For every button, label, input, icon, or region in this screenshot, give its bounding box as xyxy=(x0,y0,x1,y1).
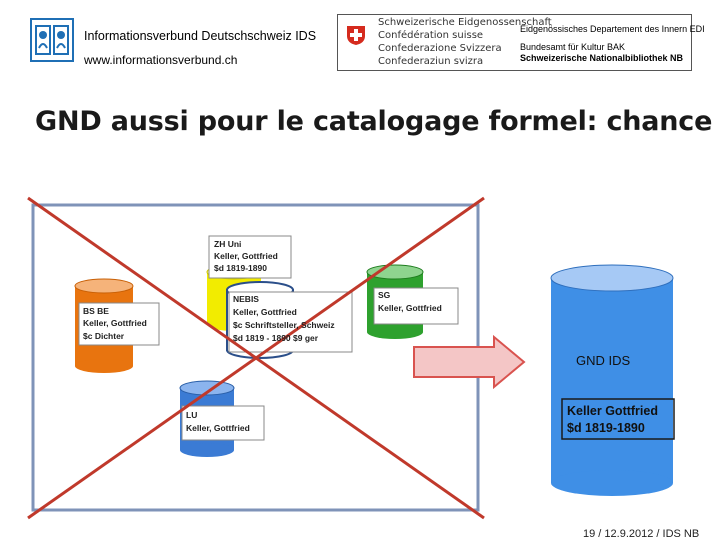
nebis-label-box xyxy=(228,291,353,353)
nebis-label-line-1: NEBIS xyxy=(233,294,259,304)
fed-lang-rm: Confederaziun svizra xyxy=(378,56,484,67)
nebis-label-line-4: $d 1819 - 1890 $9 ger xyxy=(233,333,319,343)
nebis-label-line-2: Keller, Gottfried xyxy=(233,307,297,317)
org-url[interactable]: www.informationsverbund.ch xyxy=(84,53,238,67)
gnd-label-line-1: Keller Gottfried xyxy=(567,404,658,418)
fed-lang-it: Confederazione Svizzera xyxy=(378,43,502,54)
arrow xyxy=(413,334,526,390)
sg-label-line-2: Keller, Gottfried xyxy=(378,303,442,313)
fed-lang-fr: Confédération suisse xyxy=(378,30,484,41)
org-name: Informationsverbund Deutschschweiz IDS xyxy=(84,29,317,43)
gnd-cylinder xyxy=(550,264,674,496)
lu-label-line-2: Keller, Gottfried xyxy=(186,423,250,433)
ids-logo xyxy=(30,18,74,62)
swiss-flag-icon xyxy=(347,26,365,45)
bsbe-label-line-2: Keller, Gottfried xyxy=(83,318,147,328)
zh-label-line-2: Keller, Gottfried xyxy=(214,251,278,261)
nebis-label-line-3: $c Schriftsteller, Schweiz xyxy=(233,320,335,330)
gnd-title: GND IDS xyxy=(576,353,631,368)
zh-label-line-1: ZH Uni xyxy=(214,239,241,249)
gnd-label-line-2: $d 1819-1890 xyxy=(567,421,645,435)
sg-label-box xyxy=(373,287,459,325)
lu-label-box xyxy=(181,405,265,441)
office: Bundesamt für Kultur BAK xyxy=(520,42,626,52)
zh-label-box xyxy=(208,235,292,279)
federal-banner xyxy=(337,14,692,71)
page-footer: 19 / 12.9.2012 / IDS NB xyxy=(583,528,700,540)
slide-title: GND aussi pour le catalogage formel: cha… xyxy=(35,106,713,137)
bsbe-label-line-3: $c Dichter xyxy=(83,331,125,341)
bsbe-label-line-1: BS BE xyxy=(83,306,109,316)
library: Schweizerische Nationalbibliothek NB xyxy=(520,53,684,63)
cross-line-2 xyxy=(27,196,485,520)
bsbe-label-box xyxy=(78,302,160,346)
zh-label-line-3: $d 1819-1890 xyxy=(214,263,267,273)
department: Eidgenössisches Departement des Innern E… xyxy=(520,24,705,34)
fed-lang-de: Schweizerische Eidgenossenschaft xyxy=(378,17,552,28)
sg-label-line-1: SG xyxy=(378,290,391,300)
gnd-label-box xyxy=(561,398,675,440)
lu-label-line-1: LU xyxy=(186,410,197,420)
